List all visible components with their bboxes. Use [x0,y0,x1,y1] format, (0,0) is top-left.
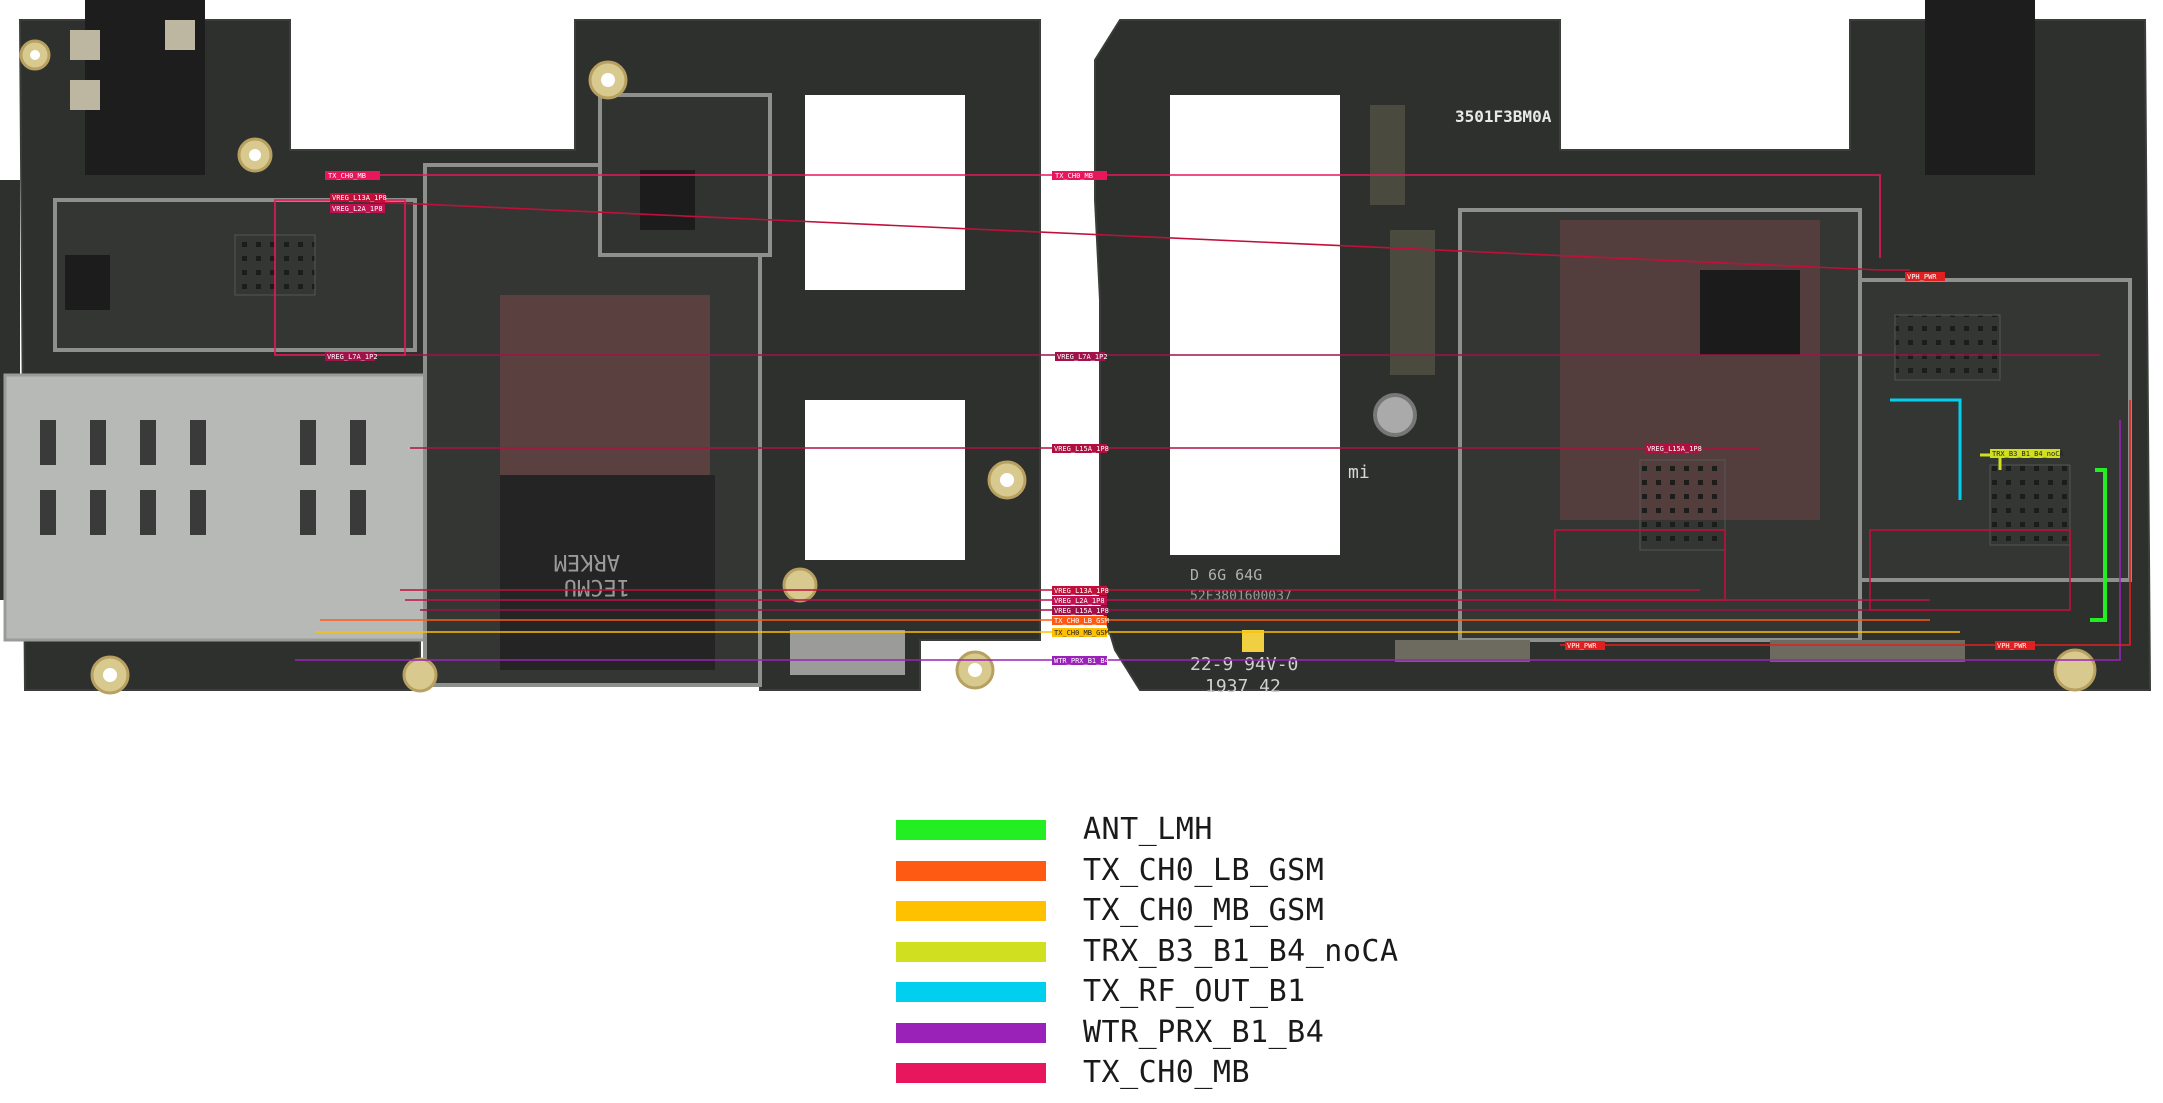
mi-logo: mi [1348,462,1370,483]
sim-card-tray [3,373,447,642]
legend-item-tx-ch0-lb-gsm: TX_CH0_LB_GSM [893,851,1493,892]
trace-tx-rf-out [1890,398,1962,500]
legend-label: TRX_B3_B1_B4_noCA [1083,933,1399,969]
legend-label: TX_CH0_MB_GSM [1083,893,1325,928]
net-tag-vreg-l2a-center: VREG_L2A_1P8 [1054,597,1105,605]
legend-label: TX_CH0_LB_GSM [1083,852,1325,888]
net-tag-vph-pwr-left: VPH_PWR [1567,642,1597,650]
board-code-line: 52F3801600037 [1190,589,1292,604]
legend-item-ant-lmh: ANT_LMH [893,810,1493,851]
net-tag-vph-pwr-right: VPH_PWR [1997,642,2027,650]
pcb-diagram: ARKEM 1ECMU 3501F3BM0A mi D 6G 64G 52F38… [0,0,2152,697]
legend-label: WTR_PRX_B1_B4 [1083,1014,1325,1050]
net-tags: TX_CH0_MB TX_CH0_MB VREG_L13A_1P8 VREG_L… [325,171,2064,665]
net-tag-trx-noca: TRX_B3_B1_B4_noCA [1992,450,2064,458]
legend-label: TX_RF_OUT_B1 [1083,974,1306,1009]
legend-label: TX_CH0_MB [1083,1055,1251,1090]
board-date-line-2: 1937 42 [1205,676,1281,697]
trace-tx-ch0-mb [325,174,1881,258]
legend: ANT_LMH TX_CH0_LB_GSM TX_CH0_MB_GSM TRX_… [893,810,1493,1094]
trace-vph-pwr [1560,400,2131,646]
legend-swatch [896,1063,1046,1083]
legend-item-wtr-prx-b1-b4: WTR_PRX_B1_B4 [893,1013,1493,1054]
net-tag-vreg-l15a-center: VREG_L15A_1P8 [1054,445,1109,453]
net-tag-vreg-l13a: VREG_L13A_1P8 [332,194,387,202]
net-traces [274,174,2131,661]
legend-swatch [896,982,1046,1002]
legend-label: ANT_LMH [1083,812,1213,847]
legend-swatch [896,860,1046,881]
legend-swatch [896,901,1046,921]
net-tag-vreg-l15a-center-b: VREG_L15A_1P8 [1054,607,1109,615]
net-tag-vreg-l2a: VREG_L2A_1P8 [332,205,383,213]
legend-item-tx-ch0-mb-gsm: TX_CH0_MB_GSM [893,891,1493,932]
net-tag-wtr-prx: WTR_PRX_B1_B4 [1054,657,1109,665]
net-tag-vreg-l15a-right: VREG_L15A_1P8 [1647,445,1702,453]
net-tag-vph-pwr-top: VPH_PWR [1907,273,1937,281]
net-tag-tx-ch0-lb-gsm: TX_CH0_LB_GSM [1054,617,1109,625]
part-number-marking: 3501F3BM0A [1455,107,1552,126]
legend-swatch [896,820,1046,840]
trace-ant-lmh [2090,468,2107,622]
net-tag-vreg-l13a-center: VREG_L13A_1P8 [1054,587,1109,595]
legend-swatch [896,941,1046,962]
right-board: 3501F3BM0A mi D 6G 64G 52F3801600037 22-… [1094,0,2152,697]
legend-swatch [896,1022,1046,1043]
trace-vreg-l13a [329,199,1910,271]
legend-item-tx-ch0-mb: TX_CH0_MB [893,1053,1493,1094]
net-tag-tx-ch0-mb-center: TX_CH0_MB [1055,172,1093,180]
left-board-code-1: ARKEM [554,549,620,574]
board-date-line-1: 22-9 94V-0 [1190,654,1298,675]
net-tag-vreg-l7a-center: VREG_L7A_1P2 [1057,353,1108,361]
net-tag-tx-ch0-mb-gsm: TX_CH0_MB_GSM [1054,629,1109,637]
net-tag-vreg-l7a-left: VREG_L7A_1P2 [327,353,378,361]
legend-item-tx-rf-out-b1: TX_RF_OUT_B1 [893,972,1493,1013]
legend-item-trx-b3-b1-b4-noca: TRX_B3_B1_B4_noCA [893,932,1493,973]
trace-wtr-prx [295,420,2121,661]
left-board-code-2: 1ECMU [564,574,630,599]
board-spec-line: D 6G 64G [1190,566,1262,584]
left-board: ARKEM 1ECMU [0,0,1041,695]
net-tag-tx-ch0-mb-left: TX_CH0_MB [328,172,366,180]
